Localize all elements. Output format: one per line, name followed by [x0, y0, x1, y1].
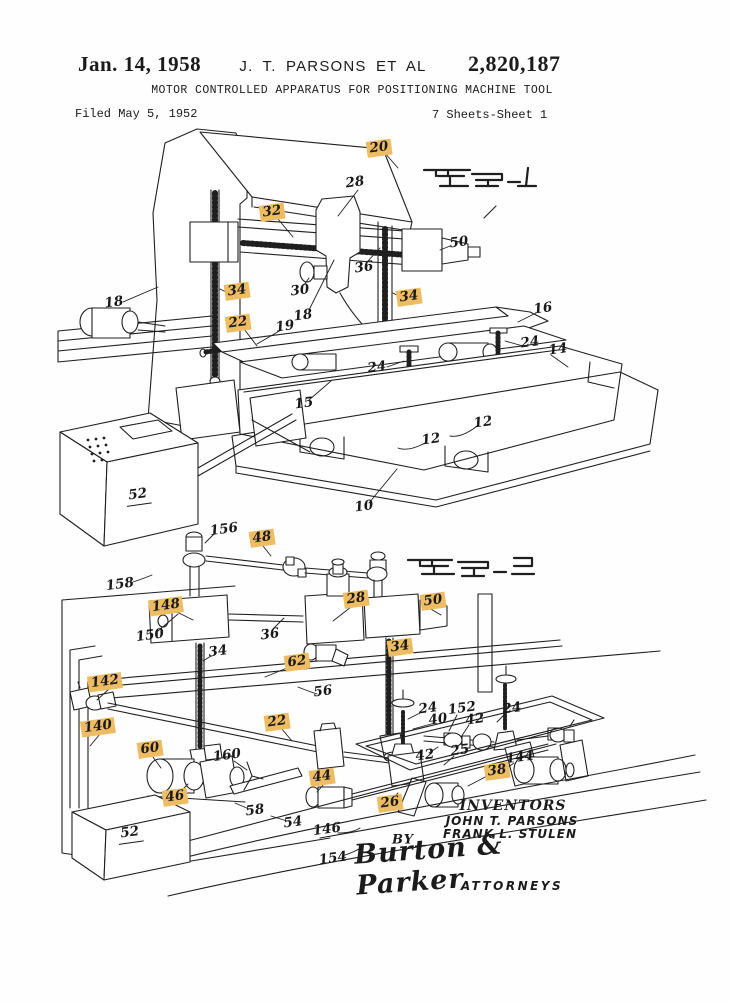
- inventors-heading: INVENTORS: [459, 798, 567, 814]
- header-sheet-count: 7 Sheets-Sheet 1: [432, 108, 548, 122]
- header-filed-date: Filed May 5, 1952: [75, 107, 198, 121]
- header-date: Jan. 14, 1958: [78, 52, 202, 76]
- header-title: MOTOR CONTROLLED APPARATUS FOR POSITIONI…: [151, 84, 553, 97]
- fig2-caption-glyph: [408, 558, 534, 576]
- header-inventor-line: J. T. PARSONS ET AL: [239, 58, 427, 75]
- attorneys-label: ATTORNEYS: [460, 879, 564, 893]
- inventor-name-2: FRANK L. STULEN: [442, 827, 578, 841]
- inventor-name-1: JOHN T. PARSONS: [445, 814, 579, 828]
- fig2-ref-52: 52: [116, 823, 144, 845]
- fig1-ref-52: 52: [124, 485, 152, 507]
- fig1-caption-glyph: [424, 168, 536, 186]
- console-dot-grid: [86, 436, 110, 463]
- header-patent-number: 2,820,187: [468, 51, 561, 76]
- fig1-drawing: [58, 129, 658, 546]
- by-label: BY: [391, 832, 415, 848]
